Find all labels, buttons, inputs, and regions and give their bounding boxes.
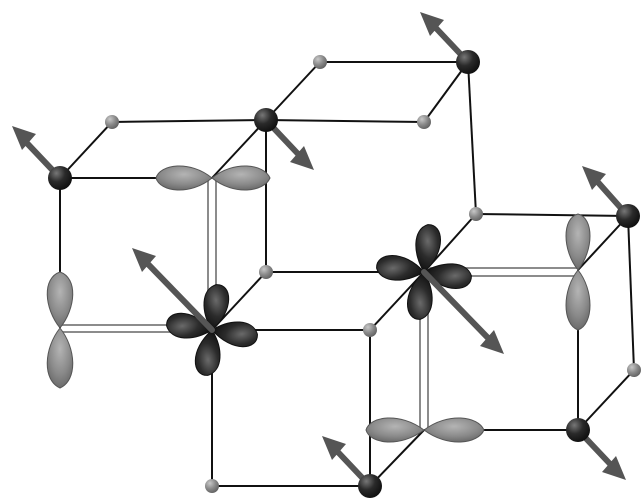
small-atom: [417, 115, 431, 129]
large-atom: [616, 204, 640, 228]
bond-line: [628, 216, 634, 370]
small-atom: [627, 363, 641, 377]
bond-line: [468, 62, 476, 214]
p-orbital-lobe: [566, 270, 590, 330]
small-atom: [205, 479, 219, 493]
p-orbital-lobe: [424, 418, 484, 442]
bond-line: [476, 214, 628, 216]
p-orbital-lobe: [156, 166, 212, 190]
small-atom: [469, 207, 483, 221]
large-atom: [48, 166, 72, 190]
p-orbitals: [47, 166, 590, 442]
small-atom: [363, 323, 377, 337]
small-atom: [313, 55, 327, 69]
p-orbital-lobe: [47, 328, 73, 388]
p-orbital-lobe: [47, 272, 73, 328]
small-atom: [259, 265, 273, 279]
displacement-arrows: [12, 12, 628, 486]
large-atom: [566, 418, 590, 442]
large-atom: [254, 108, 278, 132]
small-atom: [105, 115, 119, 129]
bond-line: [112, 120, 266, 122]
bond-lines: [60, 62, 634, 486]
large-atom: [456, 50, 480, 74]
bond-line: [578, 370, 634, 430]
large-atom: [358, 474, 382, 498]
bond-line: [266, 120, 424, 122]
double-bond-lines: [60, 178, 578, 430]
